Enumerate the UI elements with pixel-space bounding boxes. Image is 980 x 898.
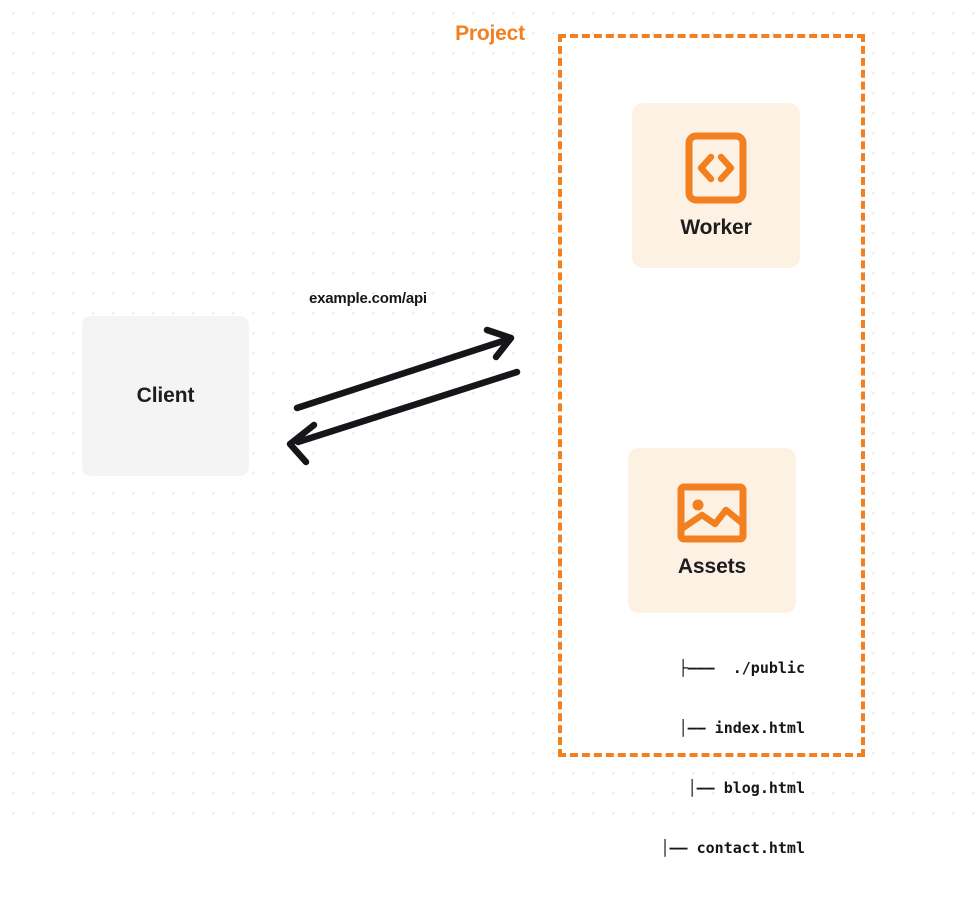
request-url-label: example.com/api [309,290,427,307]
request-arrow-icon [293,326,515,412]
code-brackets-icon [685,132,747,204]
file-tree-row: │—— contact.html [660,839,806,857]
project-group-title: Project [449,22,531,46]
worker-label: Worker [680,215,752,239]
image-icon [677,483,747,543]
client-label: Client [136,384,195,407]
file-tree-row: │—— index.html [678,719,805,737]
assets-card[interactable]: Assets [628,448,796,613]
client-node[interactable]: Client [82,316,249,476]
file-tree-row: │—— blog.html [687,779,805,797]
worker-card[interactable]: Worker [632,103,800,268]
assets-file-tree: ├——— ./public │—— index.html │—— blog.ht… [600,618,806,898]
file-tree-row: ├——— ./public [678,659,805,677]
response-arrow-icon [286,368,521,466]
assets-label: Assets [677,554,747,578]
diagram-canvas: Client example.com/api Project Worker [0,0,980,857]
